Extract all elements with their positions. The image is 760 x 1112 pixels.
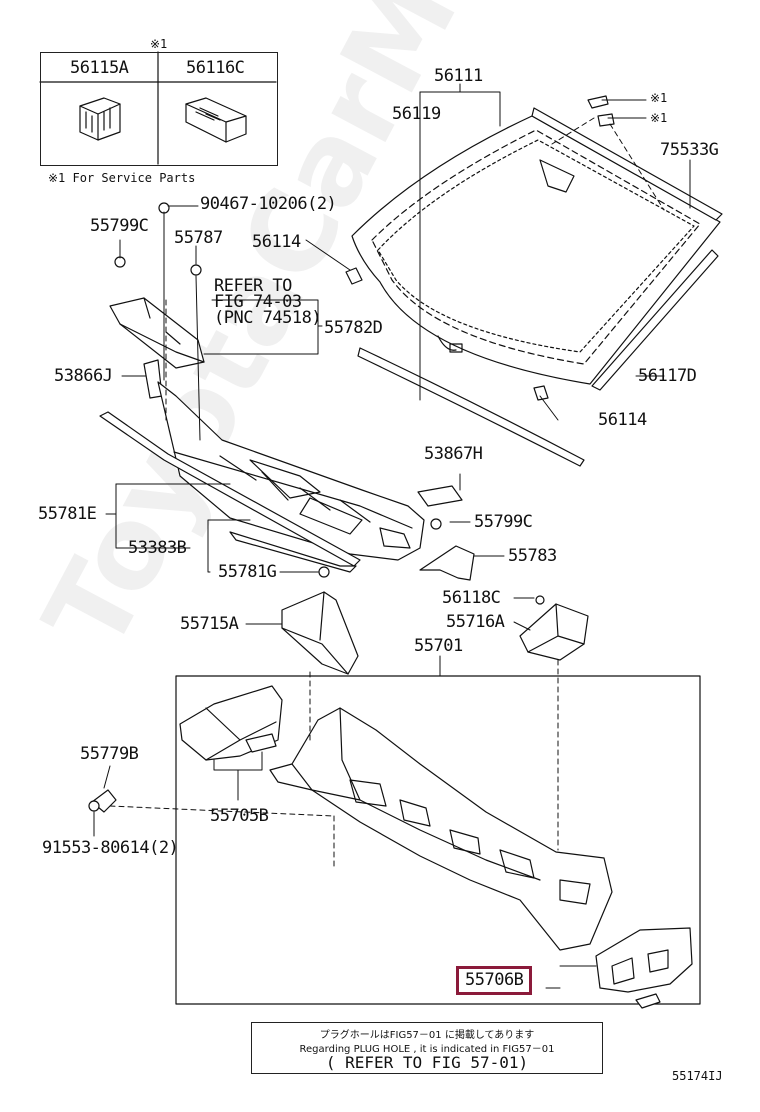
part-label-56114-top[interactable]: 56114: [252, 232, 301, 252]
clip-icon: [190, 264, 202, 276]
cowl-seal-lower: [229, 531, 357, 573]
spacer-icon: [533, 385, 549, 401]
service-part-56115A[interactable]: 56115A: [70, 58, 129, 78]
part-label-53866J[interactable]: 53866J: [54, 366, 113, 386]
cowl-top-ventilator: [157, 381, 425, 561]
part-label-55799C-top[interactable]: 55799C: [90, 216, 149, 236]
part-label-55799C-mid[interactable]: 55799C: [474, 512, 533, 532]
refer-note-line2[interactable]: FIG 74-03: [214, 292, 302, 312]
part-label-55716A[interactable]: 55716A: [446, 612, 505, 632]
part-label-55779B[interactable]: 55779B: [80, 744, 139, 764]
part-label-90467-10206[interactable]: 90467-10206(2): [200, 194, 337, 214]
nut-icon: [535, 595, 545, 605]
part-label-55782D[interactable]: 55782D: [324, 318, 383, 338]
bracket-53867H: [417, 485, 463, 507]
part-label-55783[interactable]: 55783: [508, 546, 557, 566]
side-molding: [591, 249, 719, 391]
upper-molding: [531, 107, 723, 221]
part-label-75533G[interactable]: 75533G: [660, 140, 719, 160]
leader-lines: [93, 83, 691, 989]
part-label-55781E[interactable]: 55781E: [38, 504, 97, 524]
part-label-53867H[interactable]: 53867H: [424, 444, 483, 464]
refer-note-line3: (PNC 74518): [214, 308, 322, 328]
part-label-56111[interactable]: 56111: [434, 66, 483, 86]
figure-code: 55174IJ: [672, 1069, 723, 1083]
service-mark-2: ※1: [650, 111, 668, 125]
part-label-53383B[interactable]: 53383B: [128, 538, 187, 558]
plug-hole-note: プラグホールはFIG57－01 に掲載してあります Regarding PLUG…: [251, 1022, 603, 1074]
service-mark-1: ※1: [650, 91, 668, 105]
clip-icon: [430, 518, 442, 530]
part-label-91553-80614[interactable]: 91553-80614(2): [42, 838, 179, 858]
dashed-reference-lines: [109, 117, 665, 869]
lower-molding: [357, 347, 585, 467]
part-label-55706B-highlighted[interactable]: 55706B: [456, 966, 533, 995]
panel-55706B: [595, 927, 693, 993]
cowl-panel: [269, 707, 613, 951]
clip-icon: [587, 95, 609, 109]
cowl-seal: [99, 411, 361, 567]
assembly-box-55701: [175, 675, 701, 1005]
part-label-55701[interactable]: 55701: [414, 636, 463, 656]
spacer-icon: [345, 267, 363, 285]
refer-note-line1: REFER TO: [214, 276, 292, 296]
part-label-56117D[interactable]: 56117D: [638, 366, 697, 386]
part-label-55787[interactable]: 55787: [174, 228, 223, 248]
bracket-55783: [419, 545, 475, 581]
part-label-55781G[interactable]: 55781G: [218, 562, 277, 582]
part-label-56119[interactable]: 56119: [392, 104, 441, 124]
service-part-56116C[interactable]: 56116C: [186, 58, 245, 78]
clip-icon: [318, 566, 330, 578]
service-parts-marker: ※1: [150, 37, 168, 51]
note-line-english: Regarding PLUG HOLE , it is indicated in…: [299, 1044, 555, 1055]
part-label-56118C[interactable]: 56118C: [442, 588, 501, 608]
windshield-glass: [351, 115, 721, 385]
service-parts-table-drawing: [39, 51, 277, 165]
service-parts-footnote: ※1 For Service Parts: [48, 171, 196, 185]
clip-icon: [597, 113, 615, 127]
part-label-55715A[interactable]: 55715A: [180, 614, 239, 634]
bracket-53866J: [143, 359, 163, 399]
panel-55716A: [519, 603, 589, 661]
note-line-japanese: プラグホールはFIG57－01 に掲載してあります: [319, 1030, 535, 1041]
service-parts-table: [40, 52, 278, 166]
part-label-55705B[interactable]: 55705B: [210, 806, 269, 826]
part-label-56114-bottom[interactable]: 56114: [598, 410, 647, 430]
note-refer-link[interactable]: ( REFER TO FIG 57-01): [325, 1053, 529, 1072]
